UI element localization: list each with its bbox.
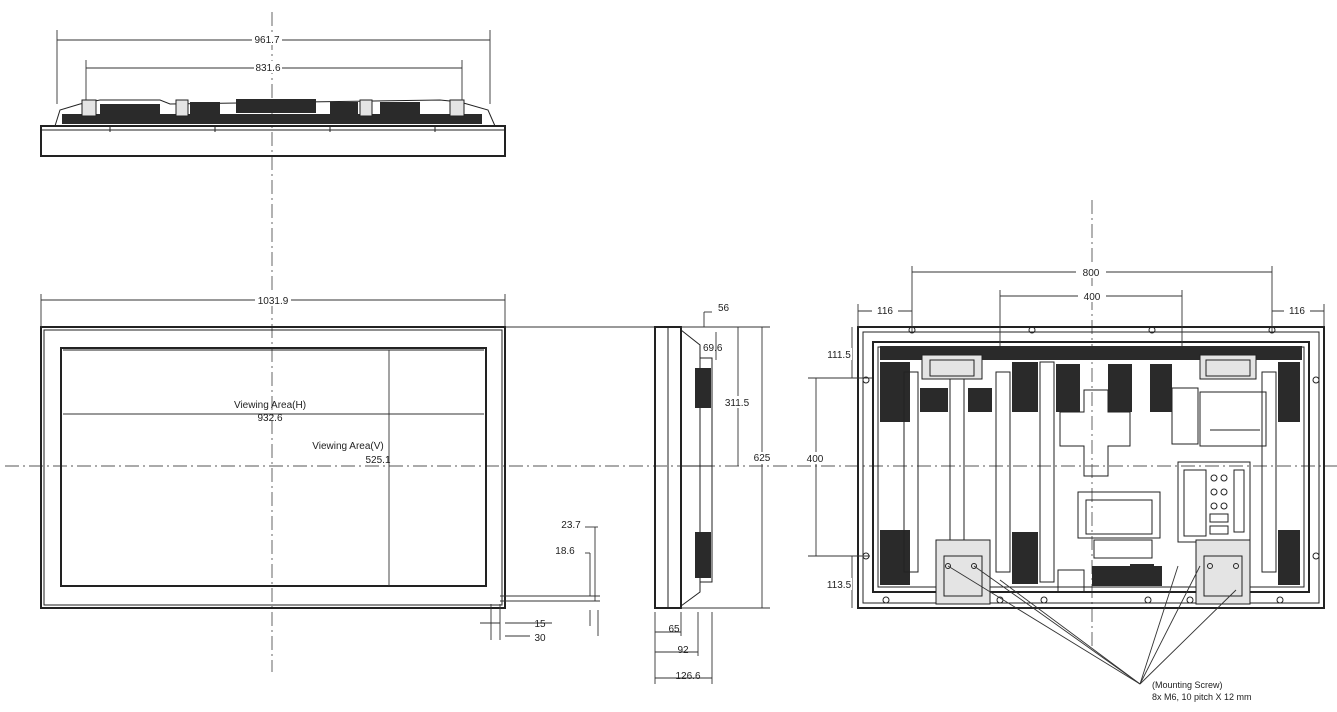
top-inner-width: 831.6 bbox=[255, 63, 280, 74]
side-top-dim-a: 56 bbox=[718, 303, 730, 314]
connector-panel-icon bbox=[1209, 469, 1245, 535]
corner-dim-b: 18.6 bbox=[555, 546, 575, 557]
side-top-dim-b: 69.6 bbox=[703, 343, 723, 354]
side-depth-a: 65 bbox=[668, 624, 680, 635]
side-view bbox=[654, 311, 770, 684]
mounting-note-line1: (Mounting Screw) bbox=[1152, 680, 1223, 690]
top-view bbox=[40, 30, 506, 157]
side-center-height: 311.5 bbox=[725, 398, 750, 409]
viewing-area-h-value: 932.6 bbox=[257, 413, 282, 424]
corner-dim-a: 23.7 bbox=[561, 520, 581, 531]
viewing-area-h-label: Viewing Area(H) bbox=[234, 400, 306, 411]
viewing-area-v-label: Viewing Area(V) bbox=[312, 441, 384, 452]
rear-bottom-offset: 113.5 bbox=[827, 580, 852, 591]
rear-mount-height: 400 bbox=[807, 454, 824, 465]
rear-view bbox=[808, 266, 1325, 685]
side-overall-height: 625 bbox=[754, 453, 771, 464]
bezel-dim-b: 30 bbox=[534, 633, 546, 644]
bezel-dim-a: 15 bbox=[534, 619, 546, 630]
rear-top-offset: 111.5 bbox=[827, 350, 851, 361]
rear-mount-width-inner: 400 bbox=[1084, 292, 1101, 303]
side-depth-b: 92 bbox=[677, 645, 689, 656]
rear-edge-left: 116 bbox=[877, 306, 893, 317]
mounting-note-line2: 8x M6, 10 pitch X 12 mm bbox=[1152, 692, 1252, 702]
front-overall-width: 1031.9 bbox=[258, 296, 289, 307]
rear-edge-right: 116 bbox=[1289, 306, 1305, 317]
front-view bbox=[40, 294, 655, 640]
side-depth-c: 126.6 bbox=[675, 671, 700, 682]
rear-mount-width-outer: 800 bbox=[1083, 268, 1100, 279]
viewing-area-v-value: 525.1 bbox=[365, 455, 390, 466]
top-overall-width: 961.7 bbox=[254, 35, 279, 46]
